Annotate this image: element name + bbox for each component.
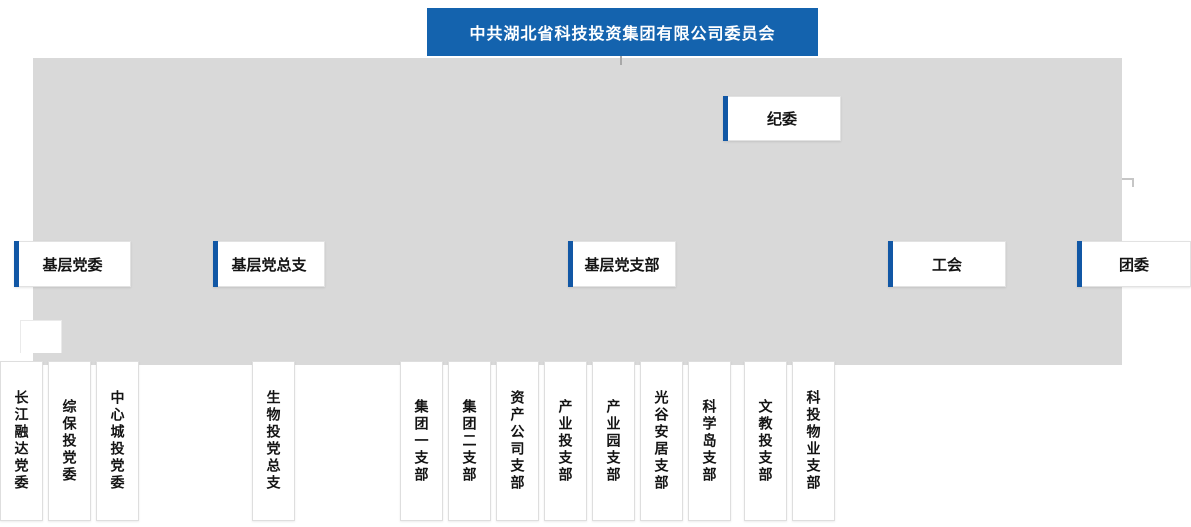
title-connector-line — [620, 56, 622, 65]
accent-bar — [568, 241, 573, 287]
right-connector-line-vertical — [1132, 178, 1134, 187]
branch-node: 长江融达党委 — [0, 361, 43, 521]
branch-node: 科学岛支部 — [688, 361, 731, 521]
branch-node: 集团二支部 — [448, 361, 491, 521]
branch-node: 中心城投党委 — [96, 361, 139, 521]
branch-node: 产业园支部 — [592, 361, 635, 521]
branch-node: 文教投支部 — [744, 361, 787, 521]
accent-bar — [14, 241, 19, 287]
node-label: 工会 — [931, 256, 962, 274]
branch-node: 集团一支部 — [400, 361, 443, 521]
branch-node: 光谷安居支部 — [640, 361, 683, 521]
node-label: 纪委 — [766, 111, 797, 128]
branch-node: 资产公司支部 — [496, 361, 539, 521]
node-grassroots-party-branch: 基层党支部 — [568, 241, 676, 287]
branch-node: 科投物业支部 — [792, 361, 835, 521]
accent-bar — [888, 241, 893, 287]
node-label: 基层党支部 — [584, 256, 660, 274]
org-title: 中共湖北省科技投资集团有限公司委员会 — [427, 8, 818, 56]
node-youth-league-committee: 团委 — [1077, 241, 1191, 287]
partial-node — [20, 320, 62, 353]
node-labor-union: 工会 — [888, 241, 1006, 287]
branch-node: 产业投支部 — [544, 361, 587, 521]
chart-panel — [33, 58, 1122, 365]
node-label: 团委 — [1118, 256, 1149, 274]
branch-node: 综保投党委 — [48, 361, 91, 521]
node-label: 基层党总支 — [231, 256, 307, 274]
right-connector-line — [1122, 178, 1134, 180]
branch-node: 生物投党总支 — [252, 361, 295, 521]
accent-bar — [723, 96, 728, 141]
node-grassroots-party-general-branch: 基层党总支 — [213, 241, 325, 287]
node-label: 基层党委 — [42, 256, 103, 274]
node-grassroots-party-committee: 基层党委 — [14, 241, 131, 287]
node-discipline-committee: 纪委 — [723, 96, 841, 141]
accent-bar — [1077, 241, 1082, 287]
accent-bar — [213, 241, 218, 287]
